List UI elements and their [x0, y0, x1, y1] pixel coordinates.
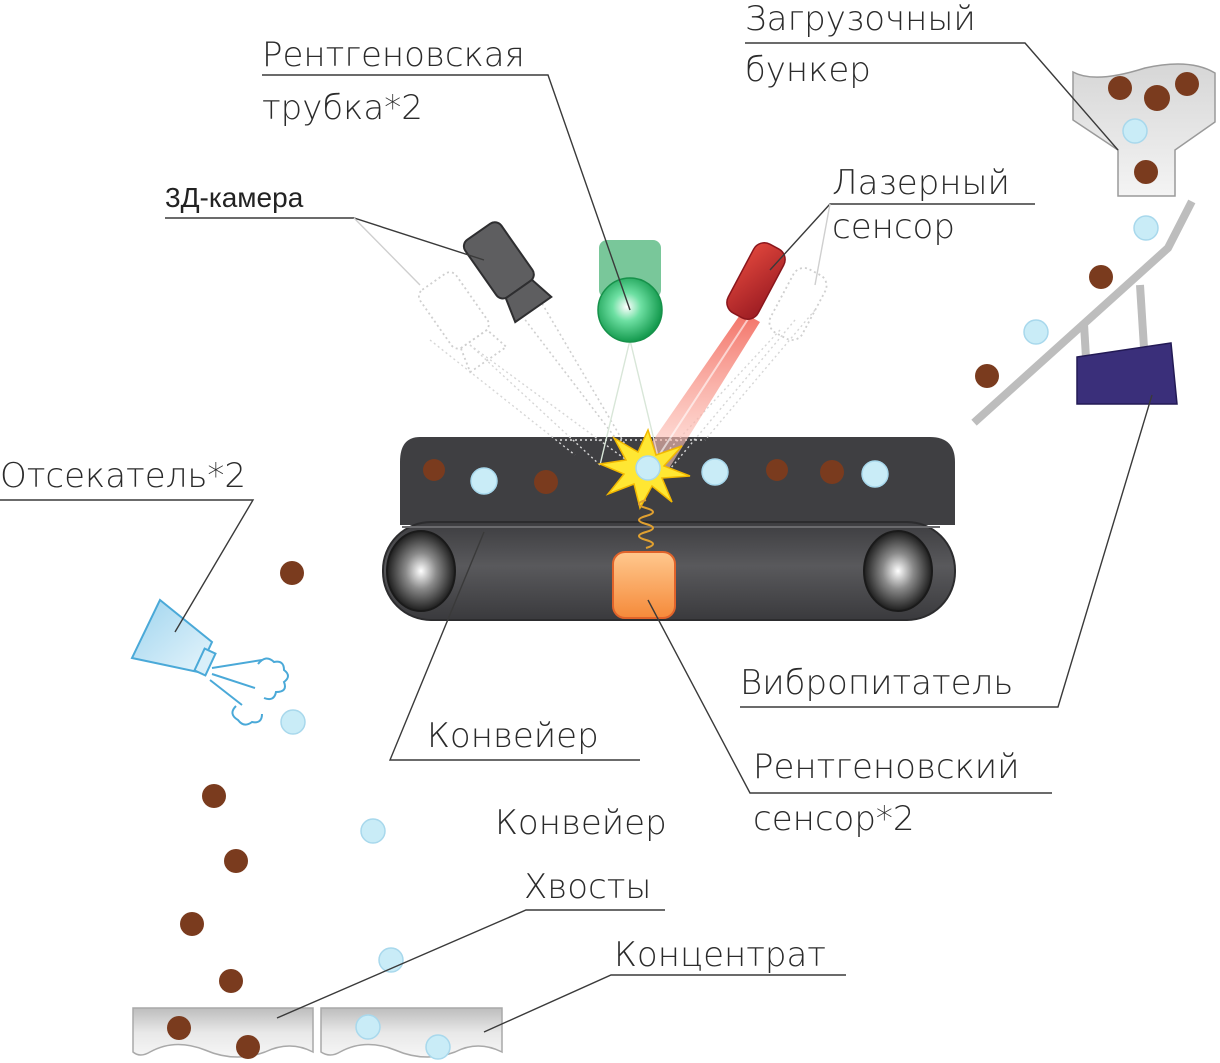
roller-right — [863, 530, 933, 612]
detection-flash-icon — [597, 427, 691, 511]
leader-lines — [0, 42, 1153, 1033]
ore-particle — [219, 969, 243, 993]
ore-particle — [224, 849, 248, 873]
concentrate-bin — [320, 1007, 503, 1060]
air-nozzle-icon — [130, 598, 289, 726]
xray-sensor-icon — [612, 551, 676, 619]
label-conveyor-2: Конвейер — [495, 803, 667, 843]
ore-particle — [1089, 265, 1113, 289]
roller-left — [386, 530, 456, 612]
labels: Загрузочный бункер Рентгеновская трубка*… — [0, 0, 1020, 975]
ore-particle — [1108, 76, 1132, 100]
label-tails: Хвосты — [524, 867, 651, 907]
ore-particle — [534, 470, 558, 494]
label-xray-sensor-2: сенсор*2 — [753, 799, 915, 839]
waste-particle — [701, 458, 729, 486]
ore-particle — [180, 912, 204, 936]
ore-particle — [766, 459, 788, 481]
label-conveyor-1: Конвейер — [427, 716, 599, 756]
xray-tube-icon — [597, 240, 663, 343]
label-hopper-2: бункер — [745, 50, 871, 90]
waste-particle — [470, 467, 498, 495]
waste-particle — [861, 460, 889, 488]
waste-particle — [360, 818, 386, 844]
waste-particle — [425, 1034, 451, 1060]
waste-particle — [1122, 118, 1148, 144]
camera-icon — [462, 221, 553, 324]
label-laser-2: сенсор — [832, 207, 955, 247]
ore-particle — [280, 561, 304, 585]
label-laser-1: Лазерный — [832, 163, 1010, 203]
ore-particle — [820, 460, 844, 484]
waste-particle — [355, 1014, 381, 1040]
label-vibro-feeder: Вибропитатель — [740, 663, 1013, 703]
falling-particles — [180, 561, 404, 993]
ore-particle — [1144, 85, 1170, 111]
label-concentrate: Концентрат — [614, 935, 826, 975]
label-ejector: Отсекатель*2 — [0, 456, 246, 496]
ore-particle — [423, 459, 445, 481]
ore-particle — [1175, 72, 1199, 96]
tails-bin — [132, 1007, 314, 1059]
laser-ghost-icon — [768, 267, 828, 341]
belt-particles — [423, 458, 889, 495]
waste-particle — [280, 709, 306, 735]
xray-signal-coil — [638, 499, 654, 549]
label-xray-tube-1: Рентгеновская — [262, 35, 525, 75]
ore-particle — [236, 1035, 260, 1059]
camera-ghost-icon — [417, 271, 508, 374]
label-xray-tube-2: трубка*2 — [262, 88, 423, 128]
waste-particle — [1023, 319, 1049, 345]
ore-particle — [202, 784, 226, 808]
ore-particle — [975, 364, 999, 388]
label-hopper-1: Загрузочный — [745, 0, 976, 39]
hopper-icon — [1072, 63, 1216, 197]
ore-particle — [167, 1016, 191, 1040]
label-xray-sensor-1: Рентгеновский — [753, 747, 1020, 787]
label-camera: 3Д-камера — [165, 182, 304, 213]
waste-particle — [1133, 215, 1159, 241]
vibro-feeder-icon — [971, 199, 1196, 426]
ore-particle — [1134, 160, 1158, 184]
laser-sensor-icon — [726, 242, 786, 320]
